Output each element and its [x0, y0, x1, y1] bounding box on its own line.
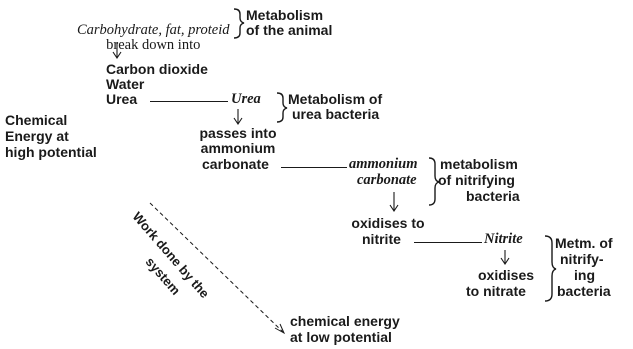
ammonium-connector-line — [281, 167, 347, 168]
chemical-energy-high-3: high potential — [5, 144, 97, 160]
nitrifying-metabolism-label-2: of nitrifying — [438, 172, 515, 188]
right-brace-icon — [428, 157, 440, 206]
metm-label-3: ing — [574, 267, 595, 283]
down-arrow-icon — [500, 250, 510, 265]
down-arrow-icon — [389, 192, 399, 212]
nutrients-label: Carbohydrate, fat, proteid — [76, 22, 230, 38]
right-brace-icon — [544, 235, 557, 302]
metm-label-1: Metm. of — [555, 235, 613, 251]
urea-italic-label: Urea — [231, 91, 261, 107]
oxidises-to-nitrite-label-1: oxidises to — [351, 215, 425, 231]
nitrifying-metabolism-label-1: metabolism — [440, 156, 518, 172]
nitrifying-metabolism-label-3: bacteria — [466, 188, 520, 204]
chemical-energy-low-1: chemical energy — [290, 313, 400, 329]
animal-metabolism-label-1: Metabolism — [246, 7, 324, 23]
break-down-label: break down into — [106, 37, 201, 53]
nitrite-connector-line — [414, 242, 482, 243]
metm-label-4: bacteria — [557, 283, 611, 299]
nitrite-italic-label: Nitrite — [484, 231, 523, 247]
carbonate-label: carbonate — [202, 156, 269, 172]
oxidises-to-nitrite-label-2: nitrite — [362, 231, 401, 247]
ammonium-italic-label-2: carbonate — [357, 172, 417, 188]
urea-bacteria-label-2: urea bacteria — [292, 106, 380, 122]
metm-label-2: nitrify- — [560, 251, 604, 267]
passes-into-label: passes into — [199, 125, 277, 141]
urea-bacteria-label-1: Metabolism of — [288, 91, 383, 107]
urea-label: Urea — [106, 91, 138, 107]
chemical-energy-low-2: at low potential — [290, 329, 392, 345]
oxidises-to-nitrate-label-2: to nitrate — [466, 283, 526, 299]
chemical-energy-high-2: Energy at — [5, 128, 69, 144]
carbon-dioxide-label: Carbon dioxide — [106, 61, 208, 77]
animal-metabolism-label-2: of the animal — [246, 22, 333, 38]
ammonium-italic-label-1: ammonium — [349, 156, 418, 172]
chemical-energy-high-1: Chemical — [5, 112, 68, 128]
right-brace-icon — [233, 8, 245, 39]
work-dashed-arrow — [149, 202, 286, 335]
oxidises-to-nitrate-label-1: oxidises — [478, 267, 535, 283]
water-label: Water — [106, 76, 145, 92]
down-arrow-icon — [233, 109, 243, 125]
ammonium-label: ammonium — [200, 140, 276, 156]
urea-connector-line — [150, 101, 228, 102]
down-arrow-icon — [112, 43, 122, 59]
right-brace-icon — [276, 92, 288, 123]
